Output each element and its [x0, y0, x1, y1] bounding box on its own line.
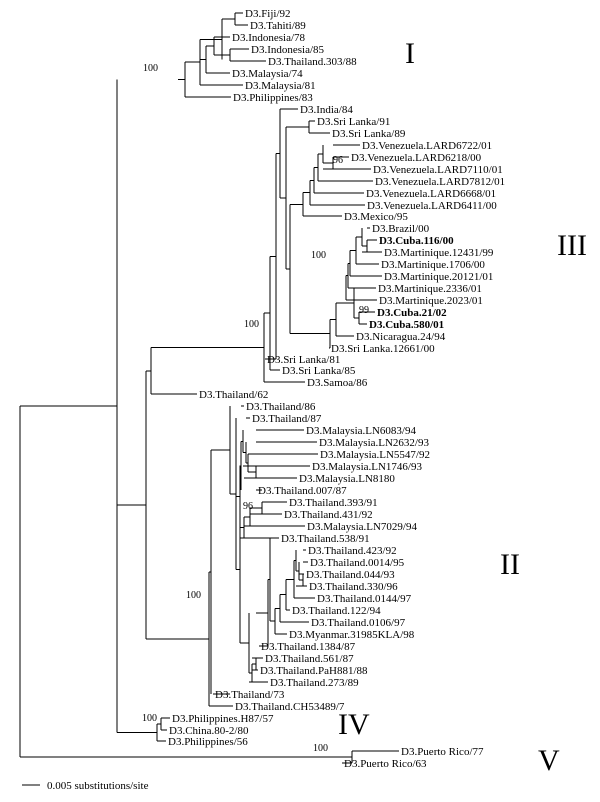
taxon-label: D3.Myanmar.31985KLA/98	[289, 629, 415, 641]
taxon-label: D3.Thailand.0106/97	[311, 617, 406, 629]
clade-label-v: V	[538, 744, 560, 777]
taxon-label: D3.Sri Lanka/89	[332, 128, 406, 140]
clade-label-iii: III	[557, 229, 587, 262]
tree-branches	[19, 12, 399, 764]
taxon-label: D3.Thailand.CH53489/7	[235, 701, 345, 713]
bootstrap-support-values: 100 96 100 99 100 96 100 100 100	[142, 63, 369, 754]
support-value-clade-i: 100	[143, 63, 158, 74]
taxon-label: D3.Malaysia.LN6083/94	[306, 425, 416, 437]
taxon-label: D3.Martinique.2336/01	[378, 283, 482, 295]
support-value-clade-v: 100	[313, 743, 328, 754]
taxon-label: D3.Venezuela.LARD6722/01	[362, 140, 492, 152]
taxon-label: D3.Thailand.PaH881/88	[260, 665, 368, 677]
taxon-label: D3.Venezuela.LARD6218/00	[351, 152, 482, 164]
taxon-label: D3.Malaysia.LN5547/92	[320, 449, 430, 461]
taxon-label: D3.Philippines/83	[233, 92, 313, 104]
taxon-label: D3.Sri Lanka/81	[267, 354, 340, 366]
taxon-label: D3.Thailand.007/87	[258, 485, 347, 497]
taxon-label: D3.Thailand.423/92	[308, 545, 397, 557]
taxon-label: D3.Mexico/95	[344, 211, 408, 223]
taxon-label: D3.Malaysia.LN1746/93	[312, 461, 422, 473]
support-value-caribbean: 100	[311, 250, 326, 261]
taxon-label: D3.Thailand/73	[215, 689, 285, 701]
taxon-label: D3.Thailand.1384/87	[261, 641, 356, 653]
taxon-label: D3.Malaysia.LN2632/93	[319, 437, 429, 449]
taxon-label: D3.Venezuela.LARD7110/01	[373, 164, 503, 176]
taxon-label: D3.Venezuela.LARD6668/01	[366, 188, 496, 200]
taxon-label: D3.Martinique.2023/01	[379, 295, 483, 307]
clade-labels: I III II IV V	[338, 37, 587, 777]
taxon-label: D3.Malaysia.LN8180	[299, 473, 395, 485]
taxon-label: D3.Thailand.273/89	[270, 677, 359, 689]
taxon-label: D3.Sri Lanka.12661/00	[331, 343, 435, 355]
taxon-label: D3.Thailand/87	[252, 413, 322, 425]
taxon-label: D3.Malaysia/74	[232, 68, 303, 80]
taxon-label: D3.Thailand.122/94	[292, 605, 381, 617]
support-value-clade-ii: 100	[186, 590, 201, 601]
support-value-clade-ii-core: 96	[243, 501, 253, 512]
taxon-label: D3.India/84	[300, 104, 353, 116]
taxon-label: D3.Indonesia/78	[232, 32, 306, 44]
clade-label-iv: IV	[338, 708, 370, 741]
clade-label-ii: II	[500, 548, 520, 581]
clade-label-i: I	[405, 37, 415, 70]
taxon-label: D3.Thailand.303/88	[268, 56, 357, 68]
taxon-label: D3.Thailand.0014/95	[310, 557, 405, 569]
taxon-label: D3.Philippines/56	[168, 736, 248, 748]
taxon-label: D3.Venezuela.LARD6411/00	[367, 200, 497, 212]
support-value-clade-iv: 100	[142, 713, 157, 724]
taxon-label: D3.Venezuela.LARD7812/01	[375, 176, 505, 188]
taxon-label: D3.Martinique.1706/00	[381, 259, 485, 271]
taxon-label: D3.Puerto Rico/63	[344, 758, 427, 770]
taxon-label: D3.Thailand.431/92	[284, 509, 373, 521]
taxon-label: D3.Martinique.12431/99	[384, 247, 494, 259]
taxon-label: D3.Thailand/62	[199, 389, 268, 401]
taxon-label: D3.Thailand.330/96	[309, 581, 398, 593]
taxon-label: D3.Thailand/86	[246, 401, 316, 413]
taxon-label: D3.Tahiti/89	[250, 20, 306, 32]
taxon-label: D3.Malaysia.LN7029/94	[307, 521, 417, 533]
taxon-label: D3.Brazil/00	[372, 223, 430, 235]
taxon-label: D3.Indonesia/85	[251, 44, 325, 56]
taxon-label: D3.Cuba.21/02	[377, 307, 447, 319]
taxon-label: D3.Thailand.393/91	[289, 497, 378, 509]
taxon-label: D3.Cuba.116/00	[379, 235, 454, 247]
taxon-labels: D3.Fiji/92D3.Tahiti/89D3.Indonesia/78D3.…	[168, 8, 505, 770]
taxon-label: D3.Nicaragua.24/94	[356, 331, 446, 343]
support-value-venezuela: 96	[333, 155, 343, 166]
taxon-label: D3.Thailand.538/91	[281, 533, 370, 545]
taxon-label: D3.China.80-2/80	[169, 725, 249, 737]
support-value-cuba: 99	[359, 305, 369, 316]
taxon-label: D3.Cuba.580/01	[369, 319, 444, 331]
taxon-label: D3.Thailand.044/93	[306, 569, 395, 581]
taxon-label: D3.Philippines.H87/57	[172, 713, 274, 725]
taxon-label: D3.Fiji/92	[245, 8, 291, 20]
taxon-label: D3.Martinique.20121/01	[384, 271, 493, 283]
support-value-clade-iii: 100	[244, 319, 259, 330]
scale-bar: 0.005 substitutions/site	[22, 780, 149, 792]
taxon-label: D3.Thailand.0144/97	[317, 593, 412, 605]
taxon-label: D3.Thailand.561/87	[265, 653, 354, 665]
scale-bar-label: 0.005 substitutions/site	[47, 780, 149, 792]
taxon-label: D3.Puerto Rico/77	[401, 746, 484, 758]
taxon-label: D3.Sri Lanka/85	[282, 365, 356, 377]
taxon-label: D3.Samoa/86	[307, 377, 368, 389]
taxon-label: D3.Malaysia/81	[245, 80, 316, 92]
taxon-label: D3.Sri Lanka/91	[317, 116, 390, 128]
